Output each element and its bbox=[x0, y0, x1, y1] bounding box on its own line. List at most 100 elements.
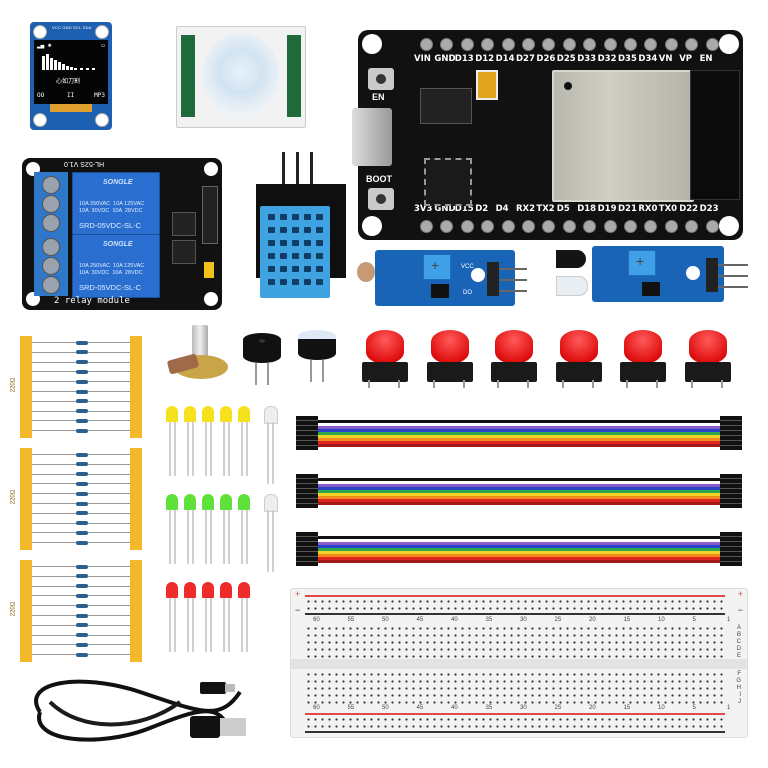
trim-potentiometer[interactable] bbox=[423, 254, 451, 280]
jumper-wire[interactable] bbox=[318, 548, 720, 551]
button-cap[interactable] bbox=[430, 330, 469, 364]
jumper-wire[interactable] bbox=[318, 481, 720, 484]
resistor[interactable] bbox=[76, 603, 88, 608]
header-pin[interactable] bbox=[603, 38, 617, 51]
header-pin[interactable] bbox=[501, 220, 515, 233]
header-pin[interactable] bbox=[562, 220, 576, 233]
led-red[interactable] bbox=[202, 582, 216, 652]
header-pin[interactable] bbox=[460, 38, 474, 51]
pin-header[interactable] bbox=[487, 262, 499, 296]
jumper-wire-bundle[interactable] bbox=[296, 532, 742, 566]
resistor[interactable] bbox=[76, 462, 88, 467]
header-pin[interactable] bbox=[542, 220, 556, 233]
jumper-wire[interactable] bbox=[318, 536, 720, 539]
jumper-wire[interactable] bbox=[318, 423, 720, 426]
header-pin[interactable] bbox=[685, 220, 699, 233]
header-pin[interactable] bbox=[644, 220, 658, 233]
header-pin[interactable] bbox=[644, 38, 658, 51]
led-red[interactable] bbox=[166, 582, 180, 652]
header-pin[interactable] bbox=[705, 38, 719, 51]
header-pin[interactable] bbox=[664, 38, 678, 51]
resistor[interactable] bbox=[76, 389, 88, 394]
led-green[interactable] bbox=[166, 494, 180, 564]
header-pin[interactable] bbox=[522, 220, 535, 233]
tactile-button[interactable] bbox=[554, 330, 604, 388]
resistor[interactable] bbox=[76, 418, 88, 423]
button-cap[interactable] bbox=[495, 330, 533, 364]
resistor[interactable] bbox=[76, 501, 88, 506]
pot-shaft[interactable] bbox=[192, 325, 208, 359]
led-red[interactable] bbox=[238, 582, 252, 652]
jumper-wire[interactable] bbox=[318, 444, 720, 447]
tactile-button[interactable] bbox=[683, 330, 733, 388]
jumper-wire[interactable] bbox=[318, 490, 720, 493]
jumper-wire[interactable] bbox=[318, 496, 720, 499]
header-pin[interactable] bbox=[624, 220, 637, 233]
button-cap[interactable] bbox=[624, 330, 662, 364]
resistor[interactable] bbox=[76, 613, 88, 618]
header-pin[interactable] bbox=[603, 220, 617, 233]
jumper-wire[interactable] bbox=[318, 429, 720, 432]
jumper-wire[interactable] bbox=[318, 499, 720, 502]
header-pin[interactable] bbox=[420, 38, 433, 51]
jumper-wire-bundle[interactable] bbox=[296, 474, 742, 508]
header-pin[interactable] bbox=[440, 38, 454, 51]
jumper-wire[interactable] bbox=[318, 420, 720, 423]
dupont-connector[interactable] bbox=[296, 474, 318, 508]
jumper-wire[interactable] bbox=[318, 478, 720, 481]
led-yellow[interactable] bbox=[184, 406, 198, 476]
jumper-wire[interactable] bbox=[318, 557, 720, 560]
resistor[interactable] bbox=[76, 428, 88, 433]
resistor[interactable] bbox=[76, 379, 88, 384]
header-pin[interactable] bbox=[705, 220, 719, 233]
dupont-connector[interactable] bbox=[296, 532, 318, 566]
header-pin[interactable] bbox=[624, 38, 637, 51]
resistor[interactable] bbox=[76, 564, 88, 569]
led-green[interactable] bbox=[202, 494, 216, 564]
header-pin[interactable] bbox=[440, 220, 454, 233]
resistor[interactable] bbox=[76, 530, 88, 535]
trim-potentiometer[interactable] bbox=[628, 250, 656, 276]
jd-vcc-jumper[interactable] bbox=[204, 262, 214, 278]
resistor[interactable] bbox=[76, 593, 88, 598]
led-green[interactable] bbox=[238, 494, 252, 564]
header-pin[interactable] bbox=[522, 38, 535, 51]
boot-button[interactable] bbox=[368, 188, 394, 210]
led-red[interactable] bbox=[220, 582, 234, 652]
resistor[interactable] bbox=[76, 360, 88, 365]
resistor[interactable] bbox=[76, 633, 88, 638]
jumper-wire[interactable] bbox=[318, 560, 720, 563]
resistor[interactable] bbox=[76, 521, 88, 526]
resistor[interactable] bbox=[76, 584, 88, 589]
led-yellow[interactable] bbox=[238, 406, 252, 476]
resistor[interactable] bbox=[76, 409, 88, 414]
header-pin[interactable] bbox=[583, 38, 597, 51]
led-yellow[interactable] bbox=[166, 406, 180, 476]
power-rail-holes[interactable] bbox=[305, 716, 725, 730]
jumper-wire[interactable] bbox=[318, 441, 720, 444]
header-pin[interactable] bbox=[420, 220, 433, 233]
input-header[interactable] bbox=[202, 186, 218, 244]
resistor[interactable] bbox=[76, 623, 88, 628]
led-green[interactable] bbox=[220, 494, 234, 564]
dupont-connector[interactable] bbox=[296, 416, 318, 450]
header-pin[interactable] bbox=[542, 38, 556, 51]
resistor[interactable] bbox=[76, 350, 88, 355]
led-yellow[interactable] bbox=[220, 406, 234, 476]
pin-header[interactable] bbox=[706, 258, 718, 292]
jumper-wire[interactable] bbox=[318, 551, 720, 554]
led-rgb-clear[interactable] bbox=[264, 406, 278, 486]
jumper-wire[interactable] bbox=[318, 493, 720, 496]
dupont-connector[interactable] bbox=[720, 416, 742, 450]
jumper-wire[interactable] bbox=[318, 545, 720, 548]
jumper-wire[interactable] bbox=[318, 435, 720, 438]
header-pin[interactable] bbox=[501, 38, 515, 51]
tactile-button[interactable] bbox=[425, 330, 475, 388]
header-pin[interactable] bbox=[562, 38, 576, 51]
resistor[interactable] bbox=[76, 652, 88, 657]
en-button[interactable] bbox=[368, 68, 394, 90]
screw-terminal[interactable] bbox=[34, 234, 68, 296]
led-rgb-clear[interactable] bbox=[264, 494, 278, 574]
led-yellow[interactable] bbox=[202, 406, 216, 476]
